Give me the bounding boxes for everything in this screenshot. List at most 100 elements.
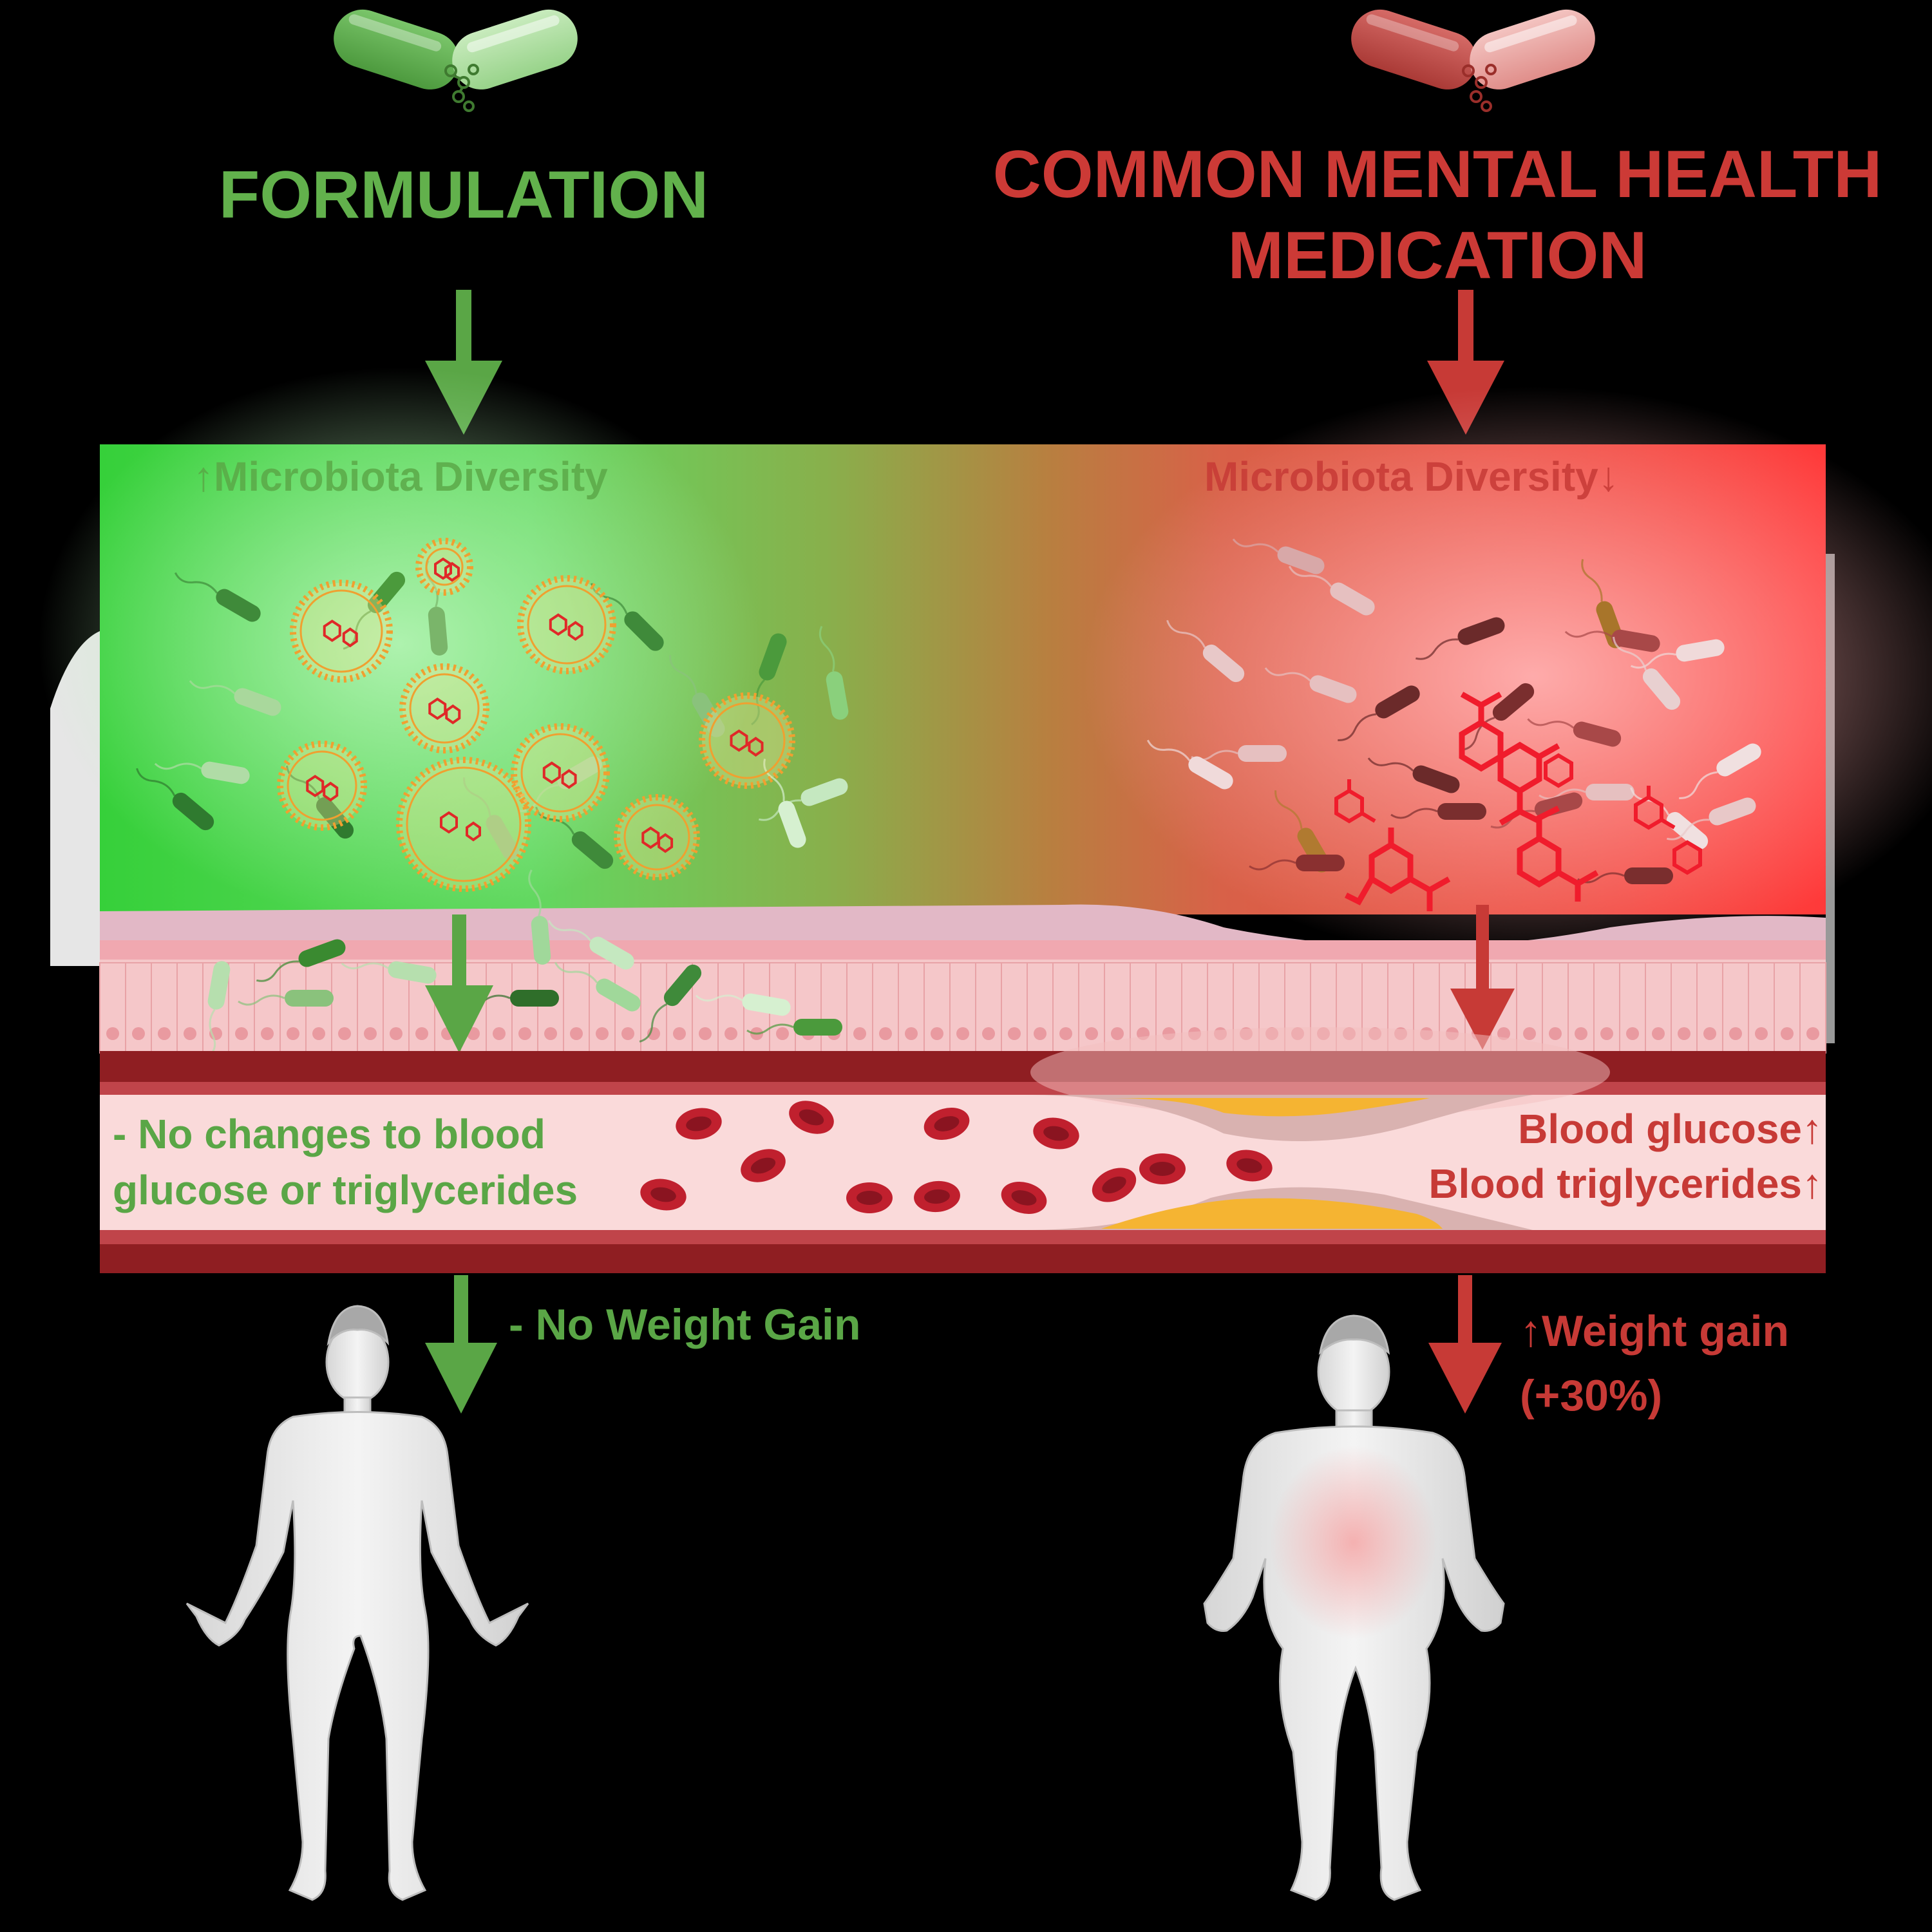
bacterium bbox=[154, 761, 250, 784]
bacterium-body bbox=[1277, 546, 1325, 574]
cell-nucleus bbox=[982, 1027, 995, 1040]
flagellum bbox=[1679, 771, 1718, 799]
bacterium bbox=[554, 961, 641, 1012]
cell-nucleus bbox=[724, 1027, 737, 1040]
bacterium-body bbox=[826, 671, 849, 720]
bacterium-body bbox=[1709, 797, 1756, 826]
flagellum bbox=[1527, 718, 1575, 729]
cell-center bbox=[750, 1157, 776, 1174]
cell-nucleus bbox=[596, 1027, 609, 1040]
bacterium-body bbox=[1624, 867, 1673, 884]
red-blood-cell bbox=[741, 1149, 786, 1182]
bacterium bbox=[341, 961, 437, 984]
cell-nucleus bbox=[287, 1027, 299, 1040]
bacterium bbox=[136, 768, 214, 831]
cell-center bbox=[1236, 1158, 1262, 1173]
weight-gain-label: ↑Weight gain bbox=[1520, 1307, 1789, 1356]
red-arrow-absorption-icon bbox=[1450, 905, 1515, 1050]
bacterium bbox=[1666, 797, 1756, 840]
red-blood-cell bbox=[1139, 1153, 1186, 1184]
flagellum bbox=[763, 758, 785, 802]
cell-nucleus bbox=[1111, 1027, 1124, 1040]
flagellum bbox=[520, 784, 559, 812]
bacterium bbox=[1146, 739, 1233, 790]
bacterium bbox=[591, 583, 664, 651]
blood-vessel bbox=[100, 1027, 1826, 1273]
liposome bbox=[396, 757, 531, 892]
no-weight-gain-label: - No Weight Gain bbox=[509, 1300, 861, 1349]
cell-nucleus bbox=[1575, 1027, 1587, 1040]
flagellum bbox=[463, 777, 491, 817]
flagellum bbox=[1232, 538, 1279, 553]
flagellum bbox=[1581, 558, 1603, 602]
cell-nucleus bbox=[699, 1027, 712, 1040]
overweight-human-figure bbox=[1203, 1314, 1505, 1901]
bacterium-body bbox=[1375, 685, 1420, 719]
liposome bbox=[699, 692, 795, 789]
bacterium-body bbox=[778, 800, 806, 848]
flagellum bbox=[819, 625, 835, 672]
cell-nucleus bbox=[235, 1027, 248, 1040]
bacterium bbox=[639, 964, 702, 1043]
bacterium-body bbox=[793, 1019, 842, 1036]
cell-nucleus bbox=[1008, 1027, 1021, 1040]
flagellum bbox=[174, 572, 218, 594]
bacterium-body bbox=[388, 961, 437, 984]
bacterium bbox=[528, 869, 551, 965]
encapsulated-drug bbox=[306, 775, 339, 802]
liposome-inner-membrane bbox=[287, 750, 357, 821]
bacterium-body bbox=[1611, 629, 1660, 652]
cell-nucleus bbox=[1806, 1027, 1819, 1040]
red-blood-cell bbox=[1226, 1150, 1273, 1182]
red-blood-cell bbox=[676, 1108, 722, 1140]
liposome-membrane bbox=[290, 580, 393, 683]
cell-nucleus bbox=[106, 1027, 119, 1040]
arterial-plaque bbox=[1024, 1095, 1533, 1230]
bacterium bbox=[746, 1019, 842, 1036]
bacterium bbox=[256, 939, 346, 982]
bacterium bbox=[174, 572, 261, 622]
red-blood-cell bbox=[846, 1182, 893, 1213]
cell-nucleus bbox=[1729, 1027, 1742, 1040]
bacterium-body bbox=[298, 939, 346, 967]
cell-nucleus bbox=[621, 1027, 634, 1040]
bacterium bbox=[1288, 565, 1375, 616]
flagellum bbox=[639, 1003, 668, 1043]
blood-triglycerides-up-label: Blood triglycerides↑ bbox=[1428, 1160, 1823, 1207]
cell-nucleus bbox=[905, 1027, 918, 1040]
microbiota-diversity-up-label: ↑Microbiota Diversity bbox=[193, 453, 608, 500]
cell-nucleus bbox=[1085, 1027, 1098, 1040]
liposome-nanoparticles bbox=[277, 538, 795, 892]
bacterium-body bbox=[1586, 784, 1634, 800]
cell-nucleus bbox=[158, 1027, 171, 1040]
bacterium bbox=[1390, 803, 1486, 820]
bacterium-body bbox=[1202, 644, 1245, 683]
cell-center bbox=[1102, 1176, 1126, 1194]
bacterium-body bbox=[1492, 683, 1535, 721]
liposome bbox=[517, 575, 616, 674]
cell-nucleus bbox=[312, 1027, 325, 1040]
bacterium bbox=[463, 777, 519, 860]
cell-nucleus bbox=[184, 1027, 196, 1040]
bacterium-body bbox=[1666, 811, 1709, 850]
encapsulated-drug bbox=[323, 620, 358, 648]
flagellum bbox=[1264, 667, 1311, 682]
bacterium-body bbox=[201, 761, 250, 784]
encapsulated-drug bbox=[730, 729, 764, 757]
flagellum bbox=[189, 680, 236, 695]
cell-nucleus bbox=[338, 1027, 351, 1040]
liposome-inner-membrane bbox=[299, 589, 383, 673]
bacterium bbox=[763, 758, 806, 848]
flagellum bbox=[136, 768, 176, 797]
liposome-inner-membrane bbox=[623, 804, 690, 871]
encapsulated-drug bbox=[428, 697, 461, 724]
red-blood-cell bbox=[1033, 1117, 1079, 1150]
bacterium-body bbox=[1330, 582, 1375, 616]
bacterium bbox=[1249, 855, 1345, 871]
cell-nucleus bbox=[1600, 1027, 1613, 1040]
red-blood-cell bbox=[789, 1101, 834, 1134]
cell-nucleus bbox=[776, 1027, 789, 1040]
cell-nucleus bbox=[261, 1027, 274, 1040]
bacterium-body bbox=[663, 964, 702, 1007]
cell-nucleus bbox=[1549, 1027, 1562, 1040]
